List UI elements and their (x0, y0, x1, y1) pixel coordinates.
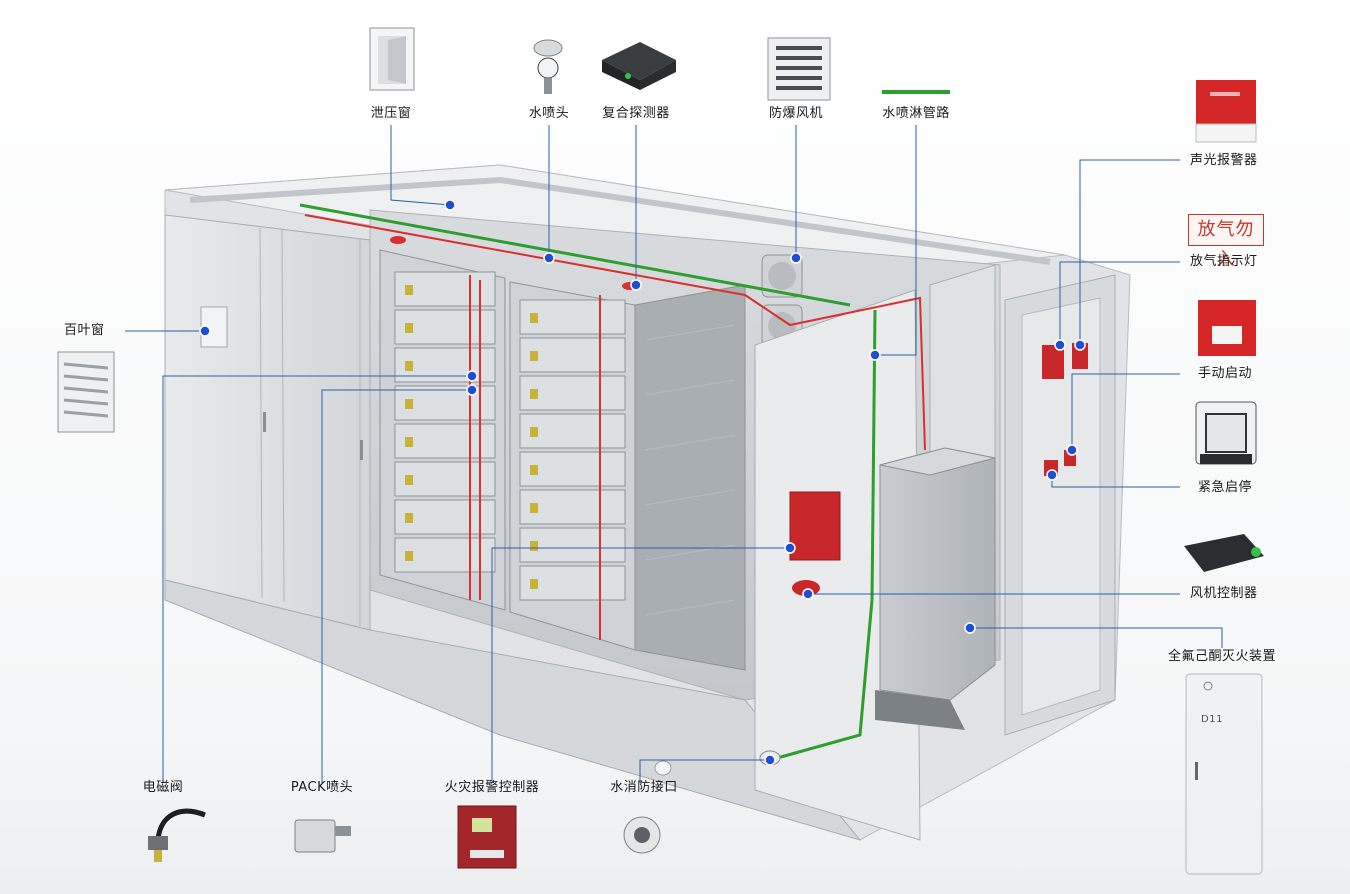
gas-release-warning-sign: 放气勿入 (1188, 214, 1264, 270)
extinguisher-cabinet (875, 447, 996, 730)
pressure-relief-window-image (369, 27, 415, 91)
fire-interface-image (623, 816, 661, 854)
label-explosion-fan: 防爆风机 (768, 106, 824, 121)
louver-image (57, 351, 115, 433)
label-fire-alarm-controller: 火灾报警控制器 (444, 780, 540, 795)
composite-detector-image (602, 42, 676, 90)
sprinkler-pipe (299, 203, 877, 762)
fire-alarm-controller-image (457, 805, 517, 869)
fire-pipe (304, 214, 926, 640)
perfluoro-device-image (1185, 673, 1263, 875)
label-solenoid-valve: 电磁阀 (142, 780, 184, 795)
manual-start-image (1198, 300, 1256, 356)
label-sprinkler-pipe: 水喷淋管路 (882, 106, 950, 121)
label-pressure-relief-window: 泄压窗 (370, 106, 412, 121)
fan-controller-image (1184, 534, 1264, 572)
label-manual-start: 手动启动 (1198, 366, 1253, 381)
label-fan-controller: 风机控制器 (1190, 586, 1258, 601)
solenoid-valve-image (148, 808, 206, 862)
label-audible-visual-alarm: 声光报警器 (1190, 153, 1258, 168)
label-composite-detector: 复合探测器 (602, 106, 670, 121)
marker-dots (199, 199, 1086, 766)
water-nozzle-image (533, 39, 563, 94)
device-panel-text: D11 (1201, 714, 1223, 725)
label-fire-interface: 水消防接口 (610, 780, 678, 795)
emergency-stop-image (1195, 401, 1257, 465)
leader-lines (125, 125, 1223, 783)
label-water-nozzle: 水喷头 (528, 106, 570, 121)
pack-nozzle-image (294, 819, 351, 853)
label-gas-release-light: 放气指示灯 (1190, 254, 1258, 269)
explosion-fan-image (767, 37, 831, 101)
battery-racks (379, 249, 746, 671)
label-emergency-stop: 紧急启停 (1198, 480, 1253, 495)
label-perfluoro-device: 全氟己酮灭火装置 (1167, 649, 1277, 664)
audible-visual-alarm-image (1195, 80, 1257, 143)
label-pack-nozzle: PACK喷头 (290, 780, 354, 795)
label-louver: 百叶窗 (64, 323, 105, 338)
